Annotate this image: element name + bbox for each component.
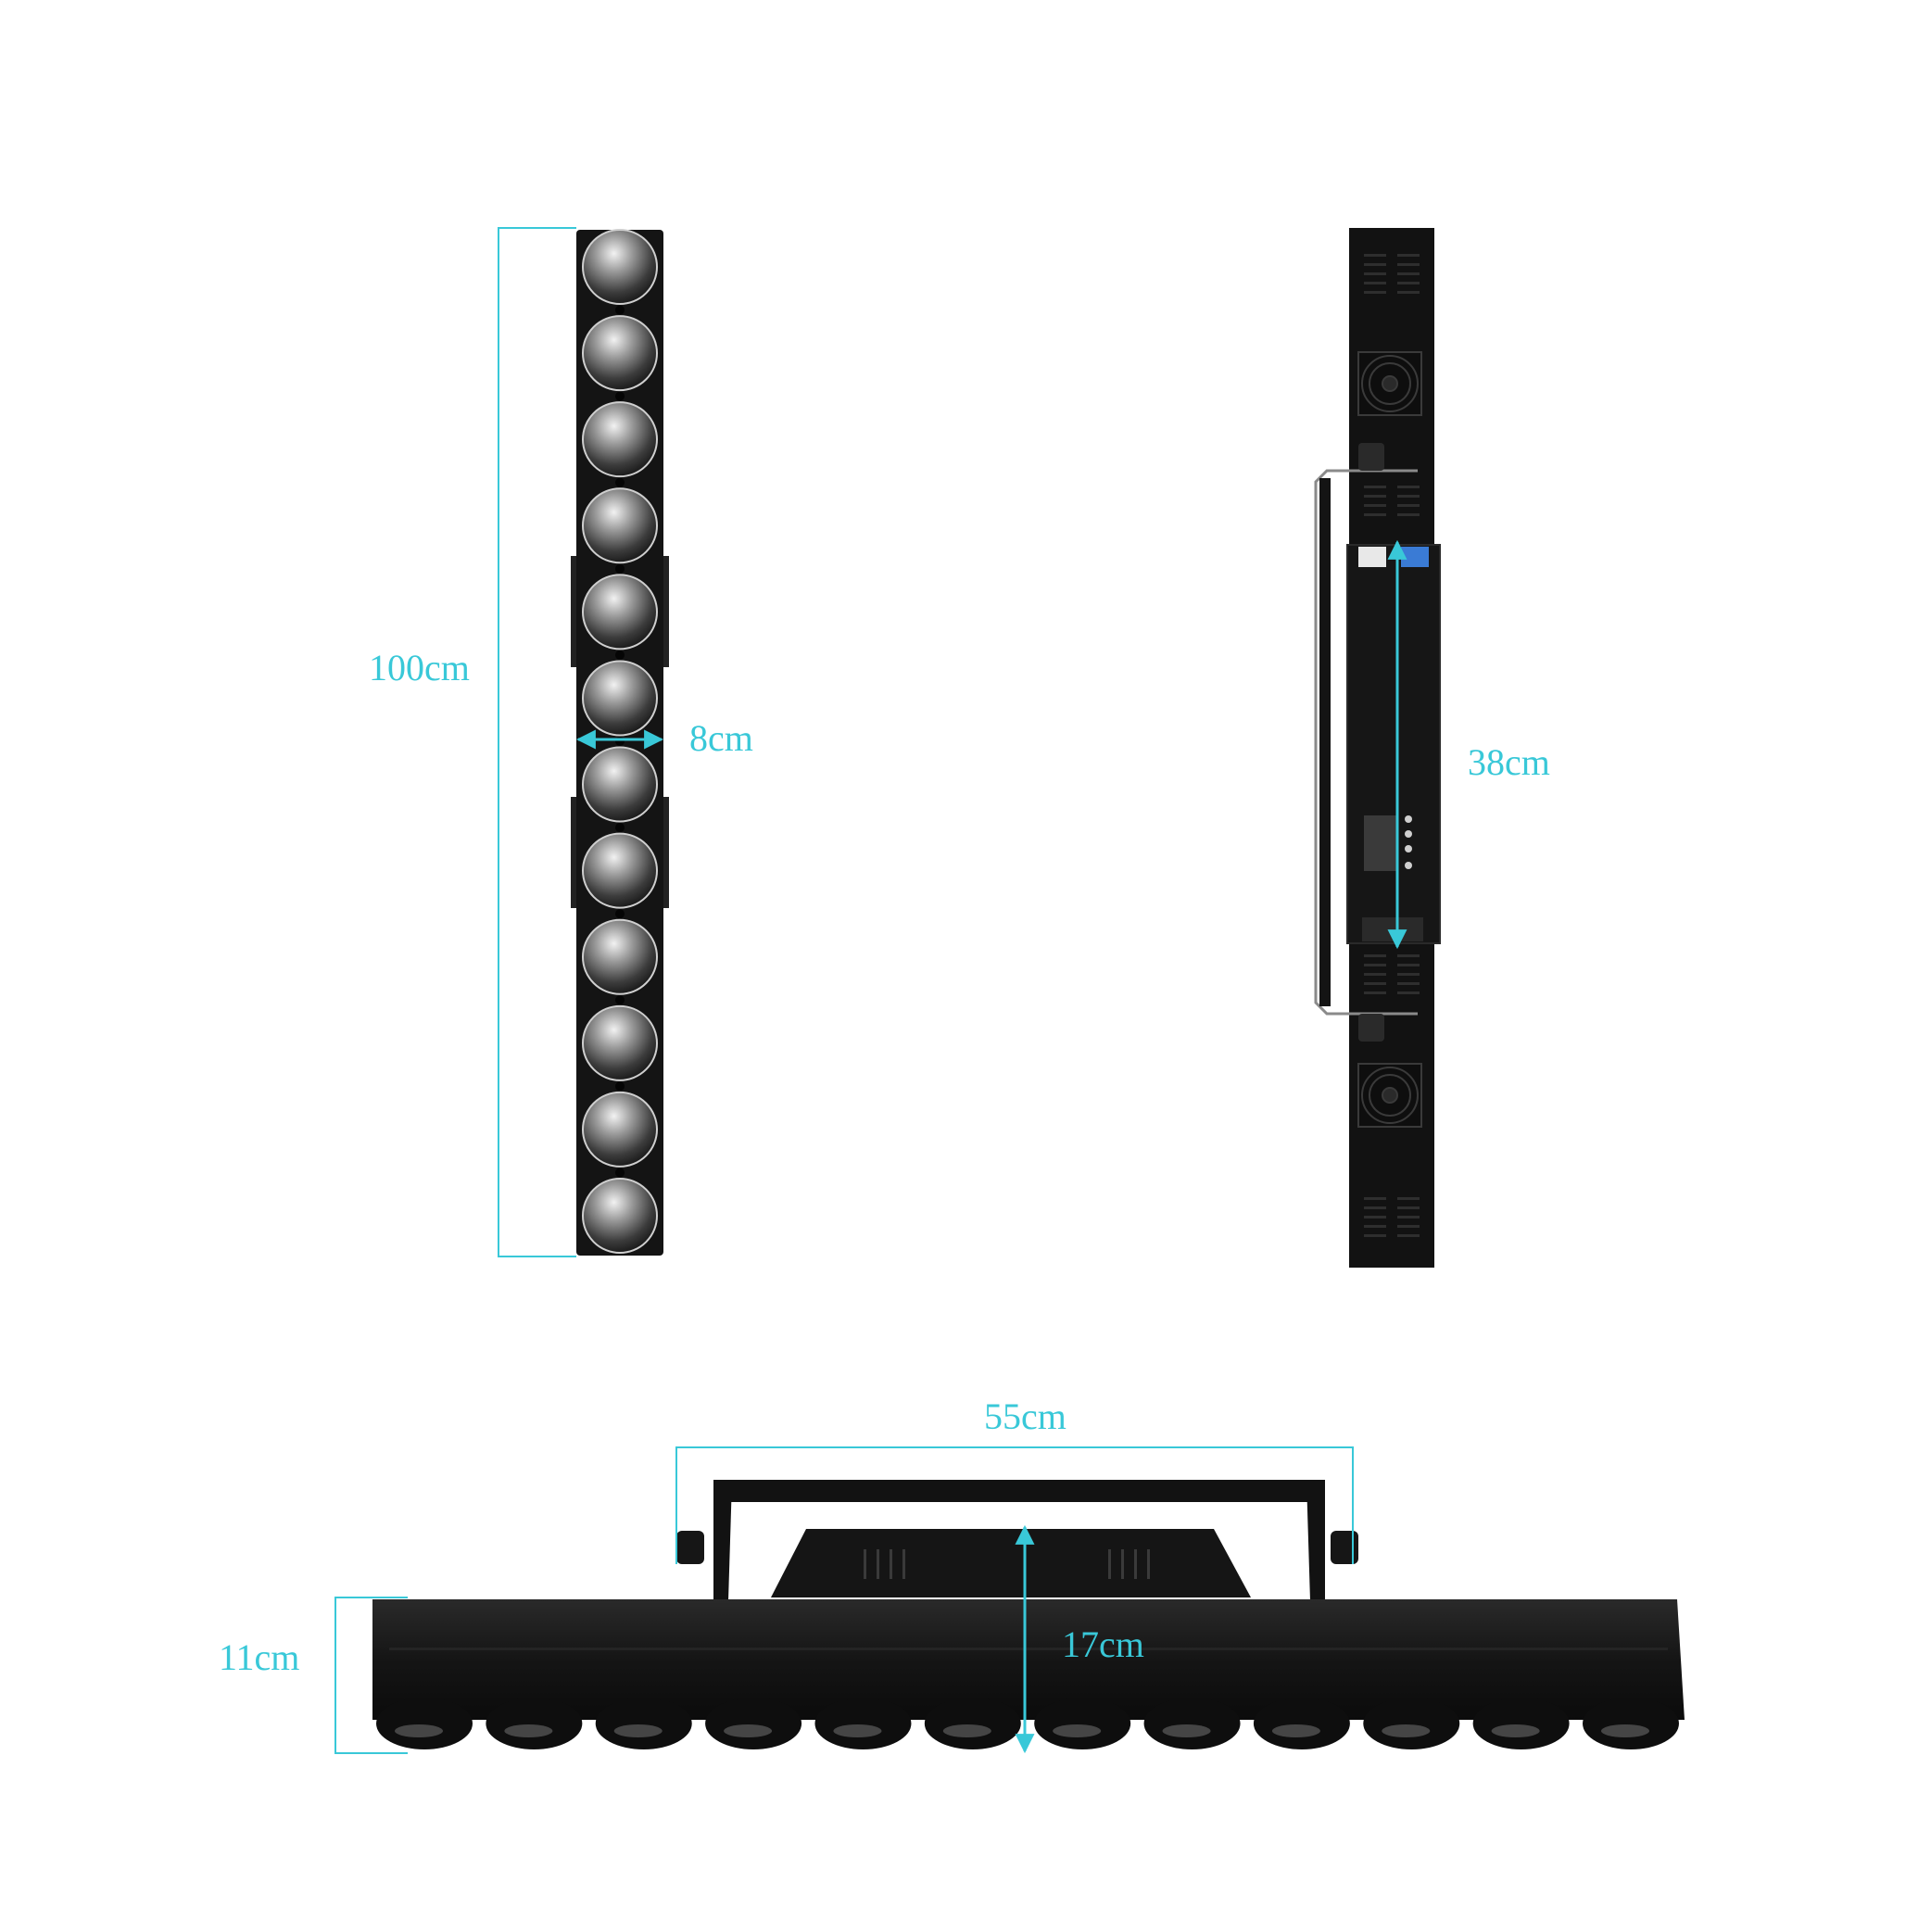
front-width-label: 8cm [689, 717, 753, 759]
side-bracket-bar [713, 1480, 1325, 1502]
power-in-connector [1358, 547, 1386, 567]
side-lens [595, 1698, 692, 1749]
side-lens-highlight [1491, 1724, 1540, 1737]
lens-screw [615, 823, 625, 833]
lens [582, 574, 658, 650]
side-lens-highlight [395, 1724, 443, 1737]
hanging-bracket [1314, 469, 1418, 1016]
lens-screw [615, 391, 625, 401]
side-lens-highlight [1162, 1724, 1211, 1737]
lens [582, 229, 658, 305]
lens [582, 918, 658, 995]
back-length-label: 38cm [1468, 741, 1550, 783]
side-lens-highlight [724, 1724, 773, 1737]
vent-grille-bottom [1364, 1197, 1420, 1237]
side-lens [1143, 1698, 1241, 1749]
side-knob-right [1331, 1531, 1358, 1564]
lens [582, 746, 658, 823]
lens-screw [615, 1081, 625, 1092]
side-lens [705, 1698, 802, 1749]
power-out-connector [1401, 547, 1429, 567]
side-lens [1253, 1698, 1350, 1749]
side-control-box [771, 1529, 1251, 1597]
side-bracket-arm-right [1306, 1480, 1325, 1601]
side-lens-highlight [1382, 1724, 1431, 1737]
side-lens-highlight [942, 1724, 991, 1737]
side-view: 55cm 11cm 17cm [219, 1395, 1685, 1754]
side-bracket-arm-left [713, 1480, 732, 1601]
side-lens [486, 1698, 583, 1749]
lens [582, 832, 658, 909]
lens-screw [615, 563, 625, 574]
bracket-knob-top [1358, 443, 1384, 471]
lens [582, 487, 658, 564]
side-lens [1472, 1698, 1570, 1749]
side-body-height-label: 11cm [219, 1636, 299, 1678]
lens [582, 1178, 658, 1254]
side-housing [372, 1599, 1685, 1720]
side-housing-groove [389, 1648, 1668, 1650]
lens-screw [615, 1168, 625, 1178]
side-vent-right [1108, 1549, 1150, 1579]
side-knob-left [676, 1531, 704, 1564]
side-lens-highlight [1053, 1724, 1102, 1737]
side-bracket-width-label: 55cm [984, 1395, 1066, 1437]
dmx-connectors [1362, 917, 1423, 941]
lens-screw [615, 909, 625, 919]
lens [582, 1004, 658, 1081]
upper-grille [1364, 486, 1420, 516]
lens-row [582, 229, 658, 1254]
side-total-height-label: 17cm [1062, 1623, 1144, 1665]
bracket-knob-bottom [1358, 1014, 1384, 1042]
body-height-dimension [334, 1597, 408, 1754]
back-view: 38cm [1314, 228, 1550, 1268]
side-lens [924, 1698, 1021, 1749]
lens-screw [615, 650, 625, 660]
lens-screw [615, 995, 625, 1005]
side-lens [376, 1698, 473, 1749]
side-lens [1583, 1698, 1679, 1749]
lens-screw [615, 477, 625, 487]
side-vent-left [864, 1549, 905, 1579]
side-lens-highlight [613, 1724, 663, 1737]
side-lens [1034, 1698, 1131, 1749]
front-view: 100cm 8cm [369, 227, 753, 1257]
fan-icon [1357, 351, 1422, 416]
lens [582, 1091, 658, 1168]
vent-grille-top [1364, 254, 1420, 294]
side-lens-highlight [833, 1724, 882, 1737]
side-lens-highlight [1601, 1724, 1649, 1737]
front-height-label: 100cm [369, 647, 470, 688]
side-lens [814, 1698, 912, 1749]
side-lens [1363, 1698, 1460, 1749]
hanging-bracket-fill [1319, 478, 1331, 1006]
lower-grille [1364, 954, 1420, 994]
control-box [1346, 544, 1441, 944]
lens [582, 660, 658, 737]
bracket-width-dimension [675, 1446, 1354, 1564]
lens-screw [615, 305, 625, 315]
side-lens-highlight [504, 1724, 553, 1737]
fan-icon [1357, 1063, 1422, 1128]
led-display [1364, 815, 1397, 871]
side-lens-highlight [1271, 1724, 1320, 1737]
side-lens-row [376, 1698, 1679, 1749]
lens [582, 401, 658, 478]
front-side-tabs [571, 556, 669, 908]
height-dimension [498, 227, 576, 1257]
lens [582, 315, 658, 392]
